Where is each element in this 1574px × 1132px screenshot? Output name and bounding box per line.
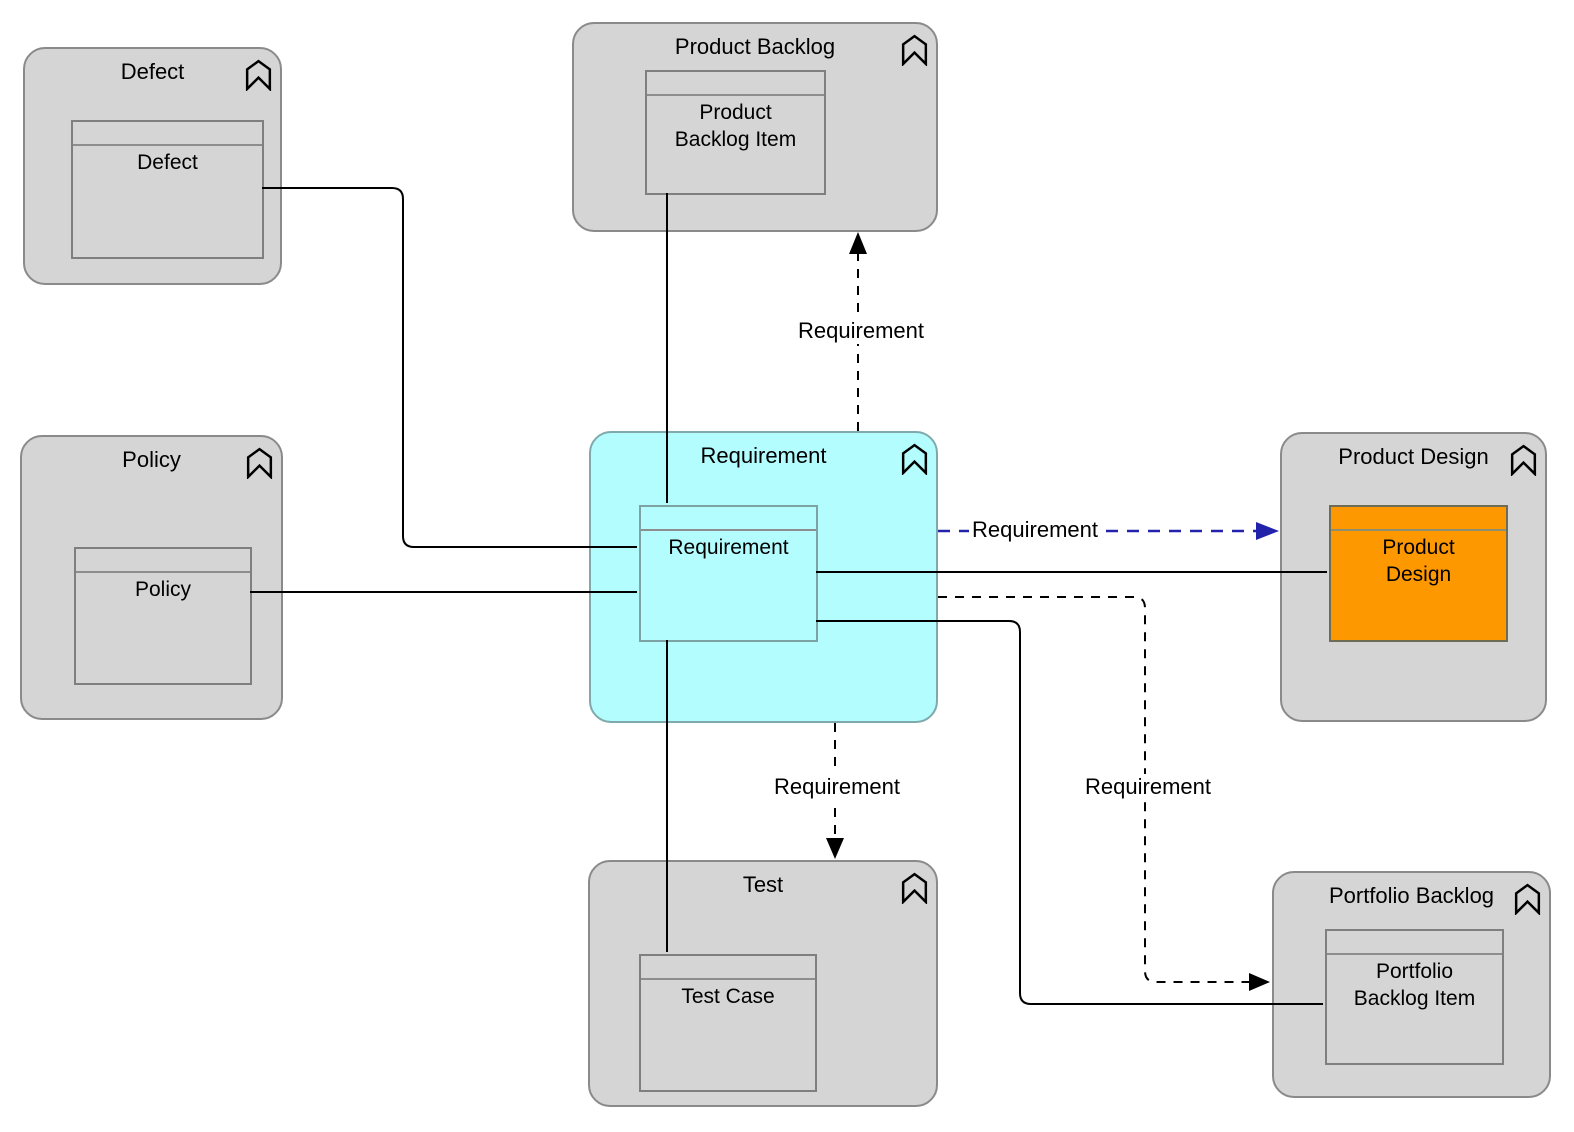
container-product-design[interactable]: Product Design Product Design xyxy=(1280,432,1547,722)
element-header xyxy=(647,72,824,96)
element-label: Product Design xyxy=(1382,536,1455,586)
container-test[interactable]: Test Test Case xyxy=(588,860,938,1107)
element-header xyxy=(1331,507,1506,531)
element-product-backlog-item[interactable]: Product Backlog Item xyxy=(645,70,826,195)
element-label: Requirement xyxy=(668,536,789,559)
element-policy[interactable]: Policy xyxy=(74,547,252,685)
edge-label-requirement-to-product-backlog: Requirement xyxy=(795,318,927,344)
bookmark-icon xyxy=(1510,444,1537,476)
element-product-design[interactable]: Product Design xyxy=(1329,505,1508,642)
element-label: Test Case xyxy=(681,985,775,1008)
element-label: Product Backlog Item xyxy=(674,101,797,151)
container-title: Requirement xyxy=(700,443,827,468)
container-portfolio-backlog[interactable]: Portfolio Backlog Portfolio Backlog Item xyxy=(1272,871,1551,1098)
edge-label-requirement-to-portfolio-backlog: Requirement xyxy=(1082,774,1214,800)
element-header xyxy=(76,549,250,573)
element-header xyxy=(641,956,815,980)
bookmark-icon xyxy=(901,872,928,904)
element-label: Portfolio Backlog Item xyxy=(1353,960,1476,1010)
element-defect[interactable]: Defect xyxy=(71,120,264,259)
arrowhead-down-icon xyxy=(826,838,844,859)
container-defect[interactable]: Defect Defect xyxy=(23,47,282,285)
bookmark-icon xyxy=(246,447,273,479)
container-title: Product Design xyxy=(1338,444,1489,469)
container-requirement[interactable]: Requirement Requirement xyxy=(589,431,938,723)
arrowhead-right-blue-icon xyxy=(1256,522,1279,540)
element-label: Policy xyxy=(134,578,192,601)
arrowhead-up-icon xyxy=(849,232,867,254)
container-title: Test xyxy=(742,872,784,897)
element-requirement[interactable]: Requirement xyxy=(639,505,818,642)
element-header xyxy=(641,507,816,531)
element-test-case[interactable]: Test Case xyxy=(639,954,817,1092)
container-title: Policy xyxy=(122,447,181,472)
edge-defect-to-requirement[interactable] xyxy=(262,187,637,548)
container-title: Product Backlog xyxy=(674,34,836,59)
edge-label-requirement-to-product-design: Requirement xyxy=(969,517,1101,543)
arrowhead-right-icon xyxy=(1249,973,1270,991)
bookmark-icon xyxy=(901,34,928,66)
edge-label-requirement-to-test: Requirement xyxy=(771,774,903,800)
bookmark-icon xyxy=(901,443,928,475)
element-label: Defect xyxy=(137,151,198,174)
container-title: Portfolio Backlog xyxy=(1328,883,1495,908)
container-policy[interactable]: Policy Policy xyxy=(20,435,283,720)
bookmark-icon xyxy=(245,59,272,91)
bookmark-icon xyxy=(1514,883,1541,915)
element-header xyxy=(1327,931,1502,955)
element-portfolio-backlog-item[interactable]: Portfolio Backlog Item xyxy=(1325,929,1504,1065)
container-product-backlog[interactable]: Product Backlog Product Backlog Item xyxy=(572,22,938,232)
element-header xyxy=(73,122,262,146)
container-title: Defect xyxy=(120,59,185,84)
